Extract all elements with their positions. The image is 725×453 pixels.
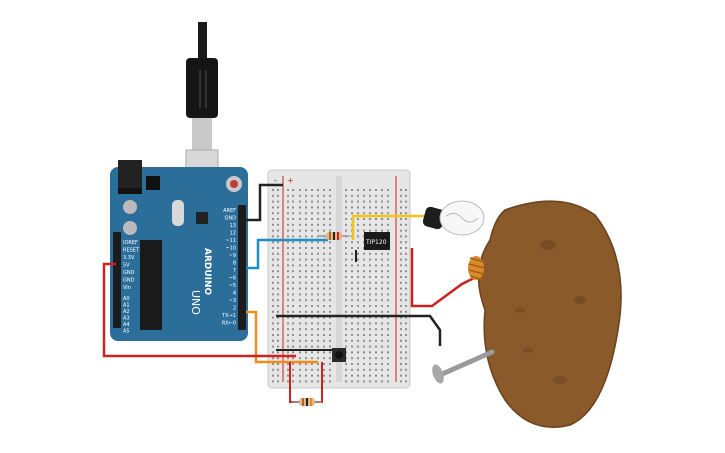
resistor-icon[interactable] bbox=[318, 232, 350, 240]
wire-black-gnd[interactable] bbox=[246, 183, 283, 222]
pin-label: 7 bbox=[233, 268, 236, 274]
pin-label: 8 bbox=[233, 261, 236, 267]
breadboard-icon[interactable]: + - bbox=[267, 169, 411, 389]
pin-label: ~6 bbox=[229, 276, 236, 282]
pin-label: AREF bbox=[223, 208, 236, 214]
pin-label: 12 bbox=[230, 231, 236, 237]
wire-orange-button[interactable] bbox=[246, 310, 318, 364]
pin-label: 2 bbox=[233, 306, 236, 312]
pin-label: RX←0 bbox=[222, 321, 236, 327]
pin-label: A5 bbox=[123, 329, 130, 335]
usb-b-plug-icon[interactable] bbox=[185, 22, 219, 193]
pin-label: GND bbox=[123, 278, 135, 284]
pin-label: GND bbox=[123, 270, 135, 276]
pin-label: A4 bbox=[123, 322, 130, 328]
pin-label: A2 bbox=[123, 309, 130, 315]
pin-label: ~9 bbox=[229, 253, 236, 259]
rail-plus-label: + bbox=[287, 176, 294, 185]
arduino-uno-board[interactable]: ARDUINO UNO AREFGND1312~11~10~987~6~54~3… bbox=[110, 160, 248, 341]
wires[interactable] bbox=[102, 183, 475, 403]
wire-blue-signal[interactable] bbox=[246, 238, 328, 270]
pin-label: A0 bbox=[123, 296, 130, 302]
copper-coil-icon[interactable] bbox=[468, 256, 485, 281]
pin-label: 5V bbox=[123, 263, 130, 269]
pin-label: 4 bbox=[233, 291, 236, 297]
pin-label: A1 bbox=[123, 303, 130, 309]
pin-label: TX→1 bbox=[221, 313, 236, 319]
pin-label: A3 bbox=[123, 316, 130, 322]
potato-icon[interactable] bbox=[477, 200, 622, 428]
wire-red-5v[interactable] bbox=[102, 262, 296, 358]
pin-label: IOREF bbox=[123, 240, 138, 246]
transistor-label: TIP120 bbox=[365, 239, 387, 246]
arduino-brand-label: ARDUINO bbox=[202, 248, 212, 296]
wire-red-potato[interactable] bbox=[410, 248, 475, 308]
light-bulb-icon[interactable] bbox=[422, 200, 485, 236]
pin-label: Vin bbox=[123, 285, 131, 291]
atmega-chip bbox=[140, 240, 162, 330]
pin-label: ~3 bbox=[229, 298, 236, 304]
wire-yellow-lamp[interactable] bbox=[351, 214, 430, 240]
transistor-icon[interactable]: TIP120 bbox=[364, 232, 390, 250]
pin-label: RESET bbox=[123, 248, 140, 254]
breadboard-holes bbox=[272, 189, 407, 383]
pin-label: ~10 bbox=[225, 246, 236, 252]
push-button-icon[interactable] bbox=[332, 348, 346, 362]
pin-label: ~5 bbox=[229, 283, 236, 289]
rail-minus-label: - bbox=[274, 176, 277, 185]
resistor-icon[interactable] bbox=[292, 398, 322, 406]
pin-label: GND bbox=[225, 216, 237, 222]
arduino-model-label: UNO bbox=[189, 290, 202, 315]
wire-black-nail[interactable] bbox=[276, 314, 442, 346]
pin-label: 3.3V bbox=[123, 255, 135, 261]
pin-label: 13 bbox=[230, 223, 236, 229]
nail-icon[interactable] bbox=[430, 349, 495, 385]
pin-label: ~11 bbox=[225, 238, 236, 244]
